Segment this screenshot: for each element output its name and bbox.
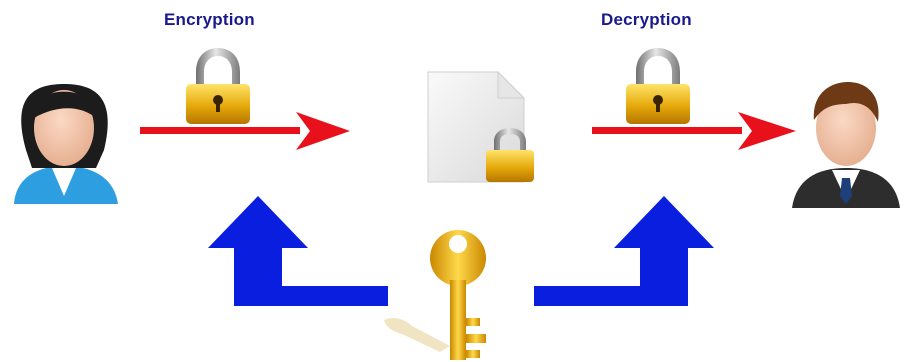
- locked-document-icon: [428, 72, 534, 182]
- encryption-padlock-icon: [186, 48, 250, 124]
- left-key-arrow: [208, 196, 388, 306]
- male-user-icon: [792, 82, 900, 208]
- key-icon: [384, 230, 486, 360]
- decryption-padlock-icon: [626, 48, 690, 124]
- female-user-icon: [14, 84, 118, 204]
- right-key-arrow: [534, 196, 714, 306]
- decryption-arrow: [592, 112, 796, 150]
